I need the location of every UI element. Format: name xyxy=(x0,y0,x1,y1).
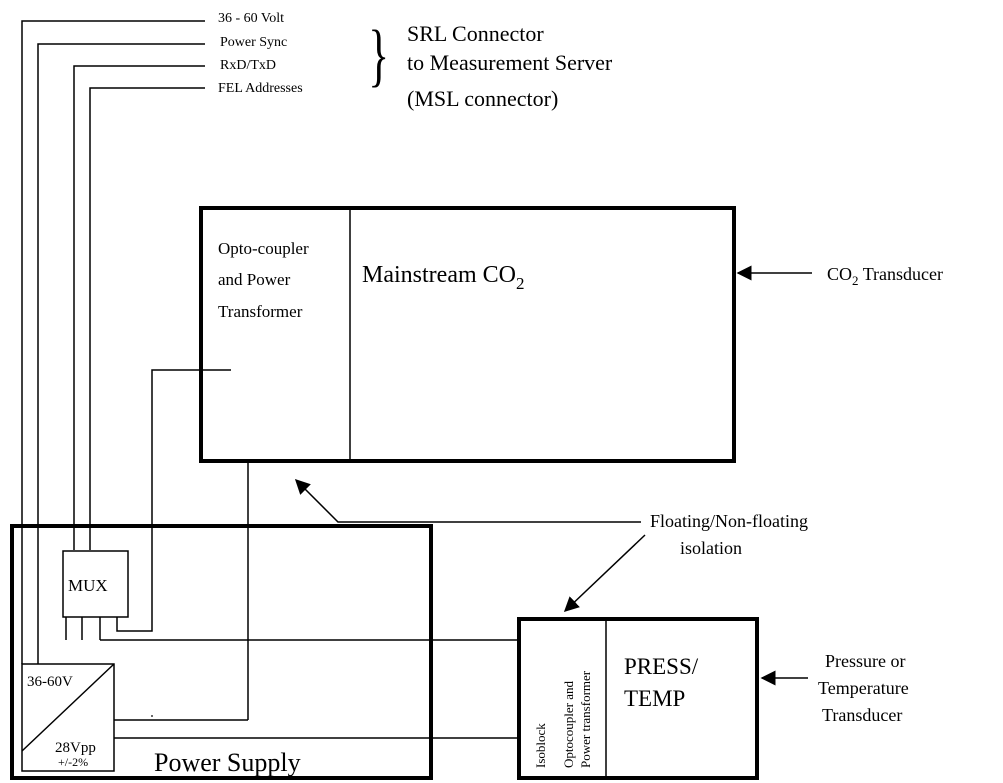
press-temp-title-line2: TEMP xyxy=(624,686,685,711)
power-transformer-label: Power transformer xyxy=(578,670,593,768)
signal-label-power-sync: Power Sync xyxy=(220,35,287,50)
connector-title-line3: (MSL connector) xyxy=(407,86,558,111)
isolation-label-line1: Floating/Non-floating xyxy=(650,511,808,531)
converter-tolerance: +/-2% xyxy=(58,755,88,769)
power-supply-box xyxy=(10,524,433,780)
transducer-label-line3: Transducer xyxy=(822,705,902,725)
signal-label-36-60-volt: 36 - 60 Volt xyxy=(218,11,284,26)
connector-title-line1: SRL Connector xyxy=(407,21,544,46)
wire-rxd-txd xyxy=(73,65,205,550)
wire-power-sync xyxy=(37,43,205,664)
converter-box xyxy=(21,663,115,772)
converter-diagonal xyxy=(21,663,115,752)
connector-title-line2: to Measurement Server xyxy=(407,50,613,75)
isoblock-label: Isoblock xyxy=(533,723,548,768)
co2-module-box xyxy=(199,206,736,463)
signal-label-fel-addresses: FEL Addresses xyxy=(218,81,303,96)
press-temp-box xyxy=(517,617,759,780)
optocoupler-label: Optocoupler and xyxy=(561,680,576,768)
signal-label-rxd-txd: RxD/TxD xyxy=(220,58,276,73)
transducer-label-line2: Temperature xyxy=(818,678,909,698)
isolation-label-line2: isolation xyxy=(680,538,742,558)
opto-coupler-label-line1: Opto-coupler xyxy=(218,239,309,258)
wire-fel-addresses xyxy=(89,87,205,550)
mux-label: MUX xyxy=(68,576,108,595)
wire-36-60-volt xyxy=(21,20,205,664)
co2-module-title: Mainstream CO2 xyxy=(362,262,524,293)
transducer-label-line1: Pressure or xyxy=(825,651,905,671)
wire-mux-to-opto xyxy=(116,369,231,632)
power-supply-label: Power Supply xyxy=(154,748,301,777)
mux-box xyxy=(62,550,129,618)
co2-transducer-label: CO2 Transducer xyxy=(827,264,943,288)
dot-marker xyxy=(151,715,153,717)
press-temp-title-line1: PRESS/ xyxy=(624,654,699,679)
converter-output-voltage: 28Vpp xyxy=(55,740,96,756)
converter-input-voltage: 36-60V xyxy=(27,674,73,690)
isolation-arrow-press-temp xyxy=(563,534,646,613)
opto-coupler-label-line2: and Power xyxy=(218,270,291,289)
opto-coupler-label-line3: Transformer xyxy=(218,302,303,321)
signal-wires xyxy=(21,20,205,664)
isolation-arrow-co2 xyxy=(294,478,641,523)
connector-brace: } xyxy=(368,15,389,93)
